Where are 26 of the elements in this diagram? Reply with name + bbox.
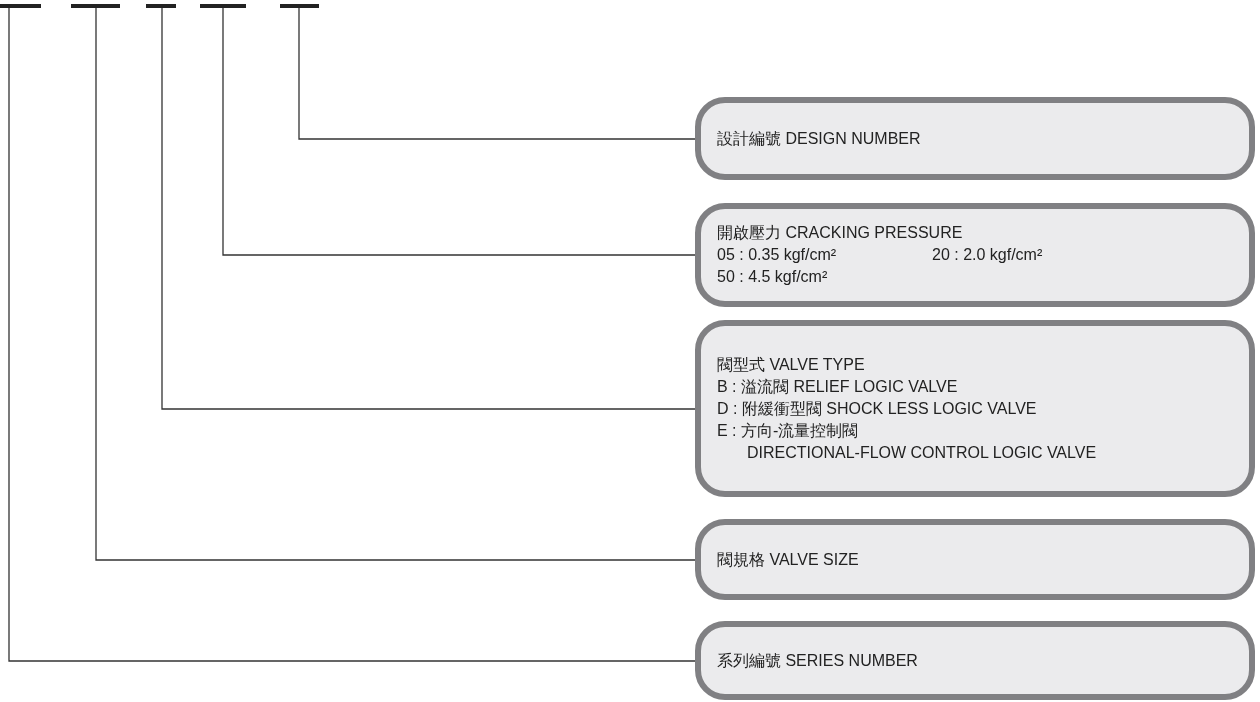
option-text: E : 方向-流量控制閥 DIRECTIONAL-FLOW CONTROL LOGIC VALVE xyxy=(717,420,1098,463)
leader-line xyxy=(95,7,696,561)
callout-heading: 系列編號 SERIES NUMBER xyxy=(717,650,919,671)
callout-heading: 閥規格 VALVE SIZE xyxy=(717,549,860,570)
callout-box xyxy=(695,203,1255,307)
leader-line xyxy=(298,7,696,140)
option-text: 50 : 4.5 kgf/cm² xyxy=(717,267,829,287)
callout-box xyxy=(695,519,1255,600)
option-text: 05 : 0.35 kgf/cm² xyxy=(717,245,838,265)
blank-bar xyxy=(0,4,41,8)
option-text: 20 : 2.0 kgf/cm² xyxy=(932,245,1044,265)
blank-bar xyxy=(280,4,319,8)
blank-bar xyxy=(200,4,246,8)
callout-box xyxy=(695,97,1255,180)
leader-line xyxy=(161,7,696,410)
blank-bar xyxy=(71,4,120,8)
callout-box xyxy=(695,320,1255,497)
blank-bar xyxy=(146,4,176,8)
leader-line xyxy=(222,7,696,256)
callout-box xyxy=(695,621,1255,700)
callout-heading: 閥型式 VALVE TYPE xyxy=(717,354,866,375)
callout-heading: 開啟壓力 CRACKING PRESSURE xyxy=(717,223,964,243)
option-text: D : 附緩衝型閥 SHOCK LESS LOGIC VALVE xyxy=(717,398,1038,419)
option-text: B : 溢流閥 RELIEF LOGIC VALVE xyxy=(717,376,959,397)
leader-line xyxy=(8,7,696,662)
callout-heading: 設計編號 DESIGN NUMBER xyxy=(717,128,922,149)
